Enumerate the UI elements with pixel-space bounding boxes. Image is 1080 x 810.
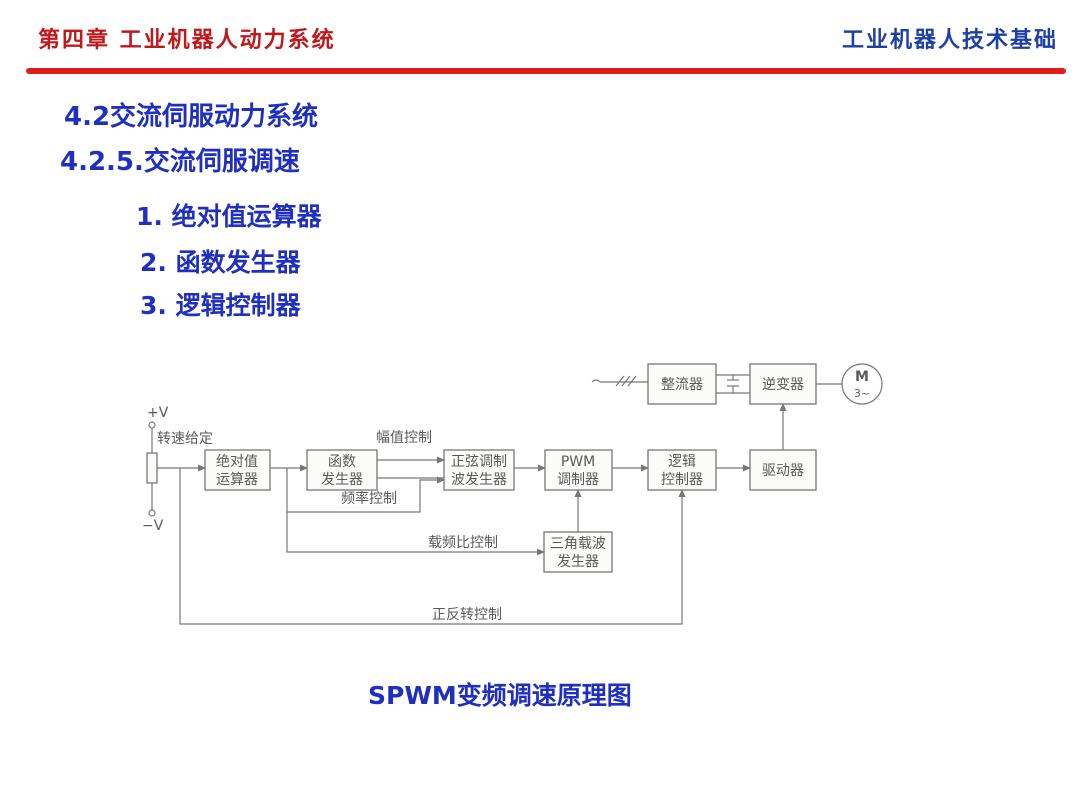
frequency-control-label: 频率控制 — [341, 490, 397, 507]
frequency-control-line — [286, 468, 445, 513]
sine-wave-generator-block: 正弦调制 波发生器 — [443, 449, 515, 491]
power-input — [591, 375, 648, 387]
rectifier-block: 整流器 — [647, 363, 717, 405]
carrier-ratio-control-line — [286, 512, 545, 556]
function-generator-block: 函数 发生器 — [306, 449, 378, 491]
dc-link-capacitor — [716, 374, 750, 394]
motor-symbol: M 3~ — [816, 363, 883, 405]
inverter-block: 逆变器 — [749, 363, 817, 405]
triangle-carrier-generator-block: 三角载波 发生器 — [543, 531, 613, 573]
svg-text:绝对值: 绝对值 — [216, 454, 258, 470]
plus-v-label: +V — [147, 405, 169, 421]
diagram-caption: SPWM变频调速原理图 — [368, 681, 632, 710]
list-item-logic-controller: 3. 逻辑控制器 — [140, 291, 301, 320]
logic-controller-block: 逻辑 控制器 — [647, 449, 717, 491]
abs-operator-block: 绝对值 运算器 — [204, 449, 271, 491]
driver-block: 驱动器 — [749, 449, 817, 491]
minus-v-label: −V — [142, 518, 164, 534]
speed-potentiometer — [146, 421, 158, 517]
chapter-title: 第四章 工业机器人动力系统 — [38, 27, 336, 53]
list-item-function-generator: 2. 函数发生器 — [140, 248, 301, 277]
direction-control-line — [179, 468, 686, 625]
amplitude-control-label: 幅值控制 — [376, 430, 432, 446]
svg-text:控制器: 控制器 — [661, 472, 703, 488]
svg-text:发生器: 发生器 — [321, 472, 363, 488]
svg-text:发生器: 发生器 — [557, 554, 599, 570]
svg-text:调制器: 调制器 — [557, 472, 599, 488]
direction-control-label: 正反转控制 — [432, 607, 502, 623]
speed-setting-label: 转速给定 — [157, 431, 213, 447]
svg-text:3~: 3~ — [854, 387, 870, 400]
svg-text:整流器: 整流器 — [661, 377, 703, 393]
svg-text:M: M — [855, 369, 869, 385]
section-title: 4.2交流伺服动力系统 — [64, 102, 319, 132]
svg-text:三角载波: 三角载波 — [550, 536, 606, 552]
list-item-abs-operator: 1. 绝对值运算器 — [136, 202, 322, 231]
svg-text:PWM: PWM — [561, 454, 595, 470]
course-title: 工业机器人技术基础 — [841, 27, 1058, 53]
svg-text:波发生器: 波发生器 — [451, 472, 507, 488]
pwm-modulator-block: PWM 调制器 — [544, 449, 613, 491]
svg-text:正弦调制: 正弦调制 — [451, 454, 507, 470]
subsection-title: 4.2.5.交流伺服调速 — [60, 147, 300, 177]
svg-text:逆变器: 逆变器 — [762, 377, 804, 393]
carrier-ratio-control-label: 载频比控制 — [428, 535, 498, 551]
svg-text:驱动器: 驱动器 — [762, 463, 804, 479]
svg-text:运算器: 运算器 — [216, 472, 258, 488]
svg-text:函数: 函数 — [328, 454, 356, 470]
svg-text:逻辑: 逻辑 — [668, 454, 696, 470]
header-divider — [26, 68, 1066, 74]
